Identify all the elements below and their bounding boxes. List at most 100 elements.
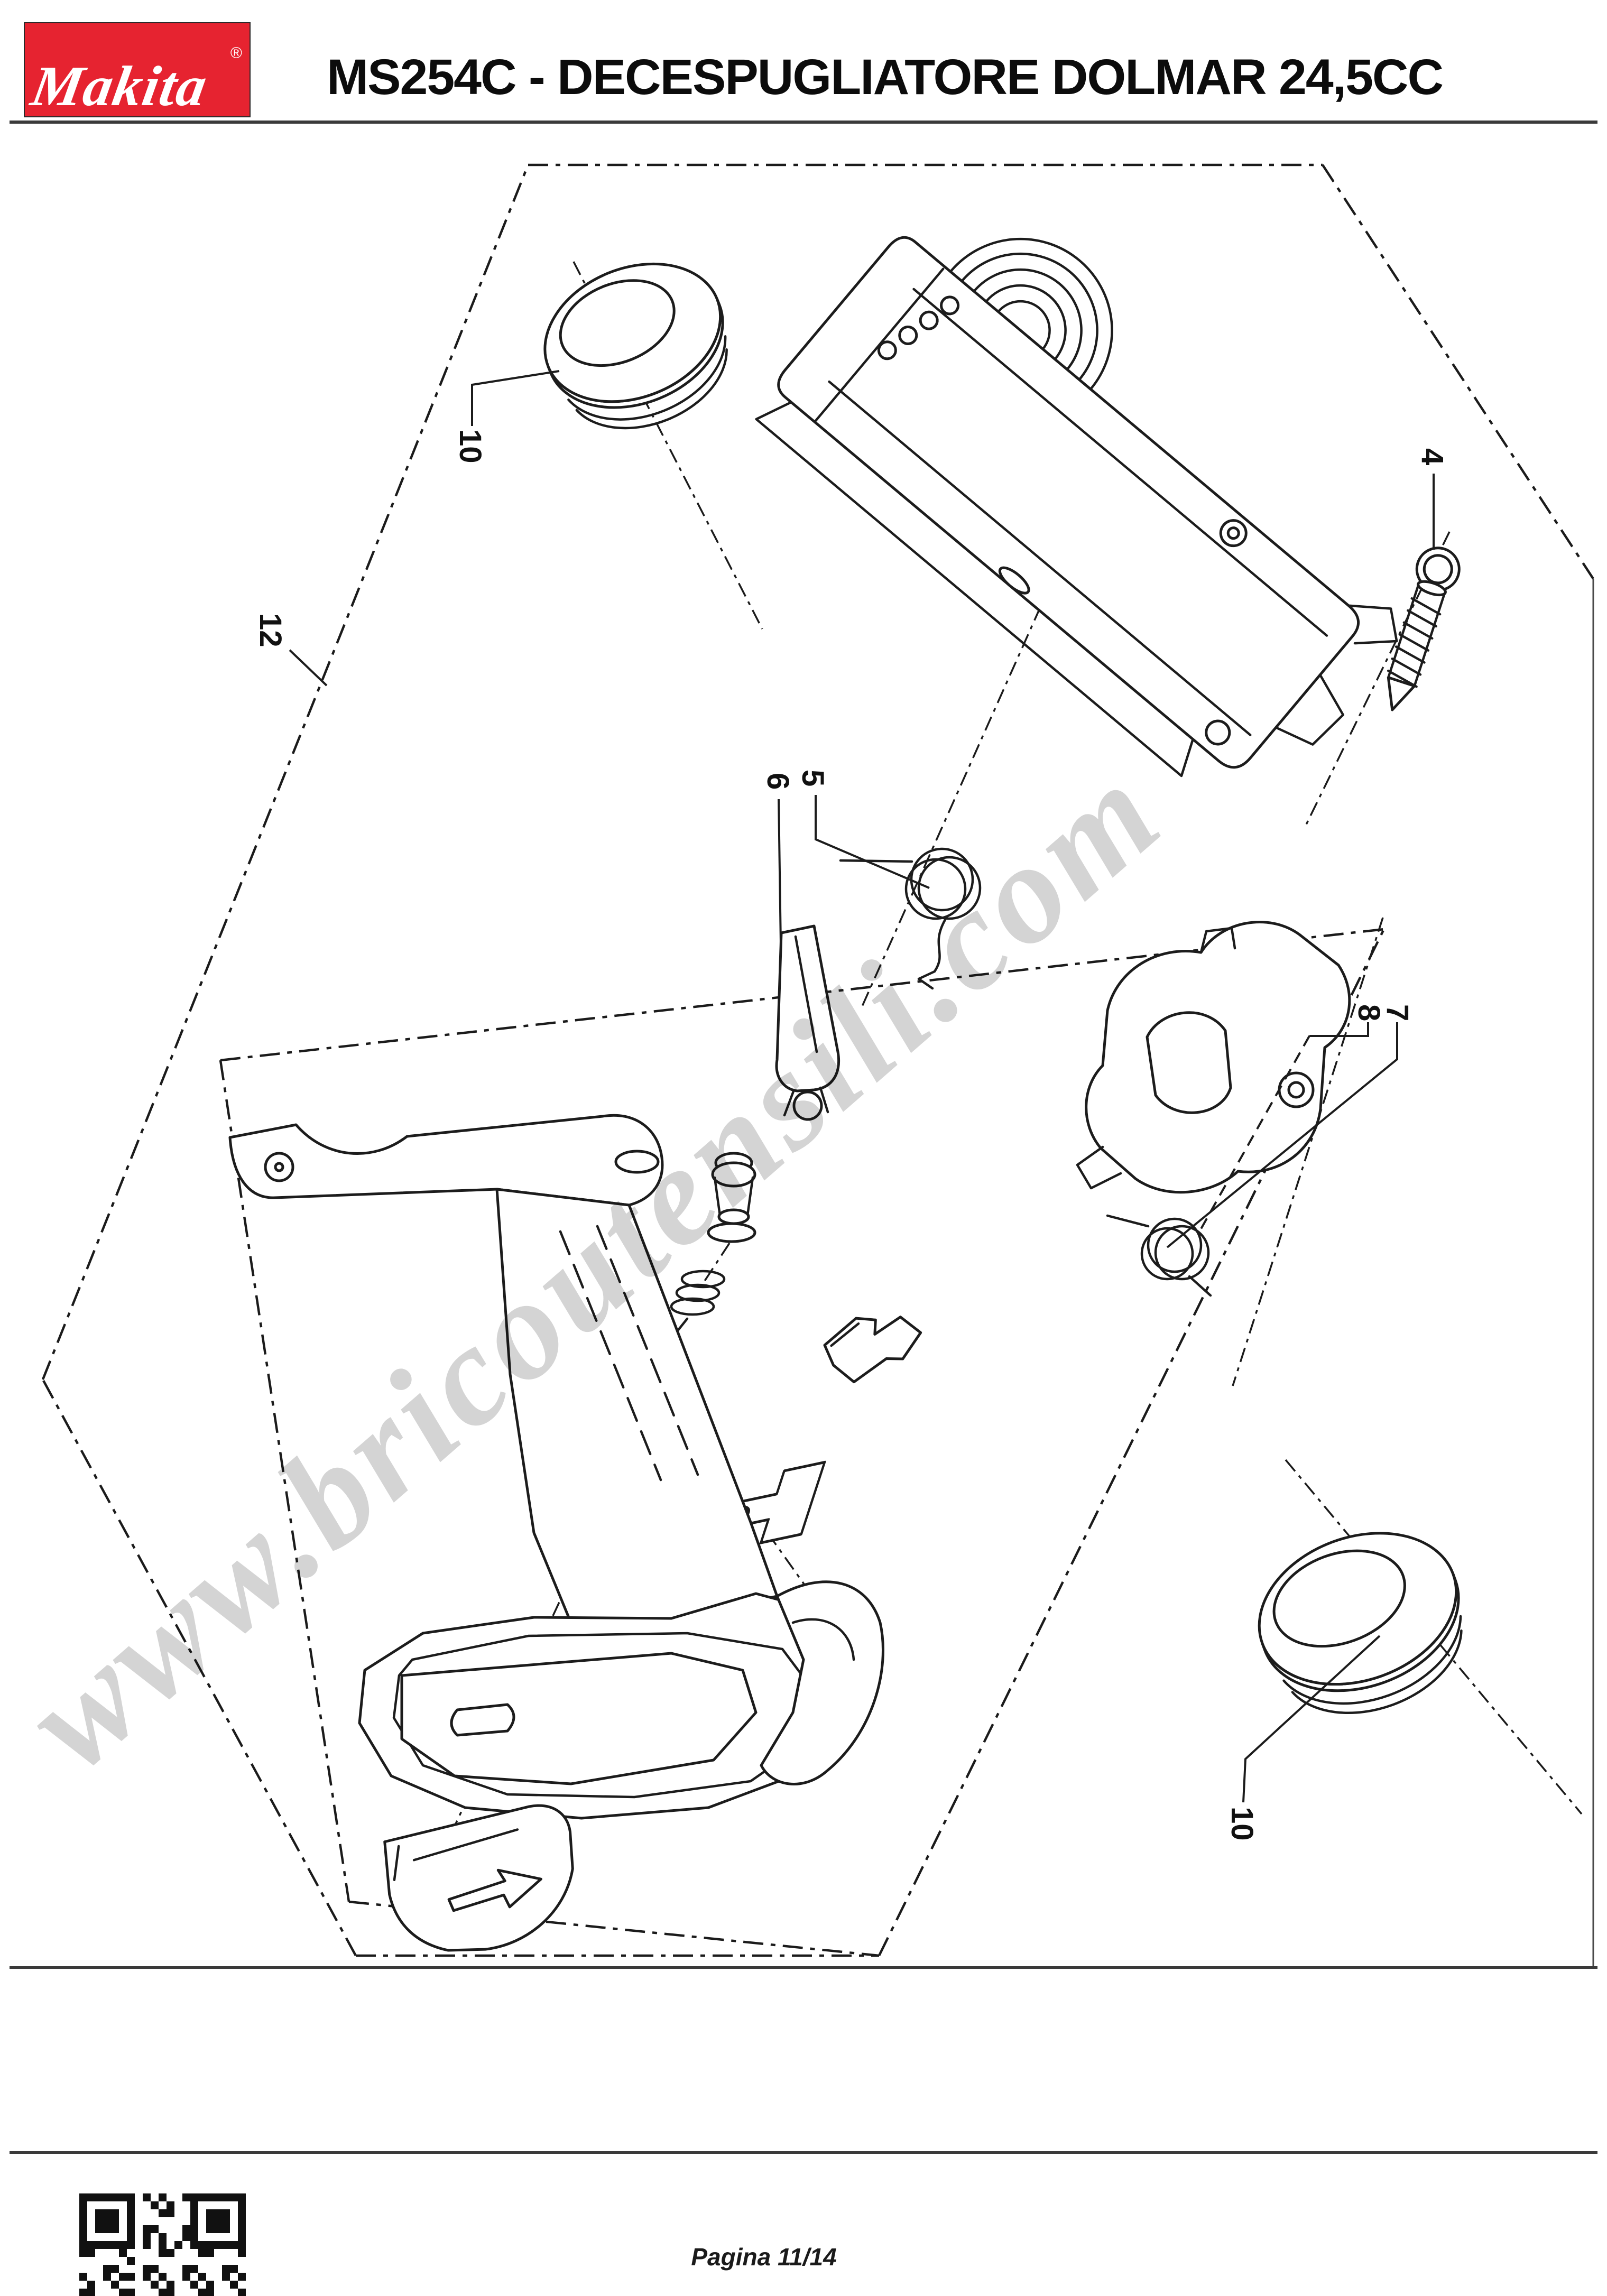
qr-module xyxy=(230,2193,238,2201)
qr-module xyxy=(79,2209,87,2217)
qr-module xyxy=(103,2241,111,2249)
leader-6 xyxy=(778,799,782,946)
registered-trademark-icon: ® xyxy=(230,44,242,62)
qr-module xyxy=(238,2225,246,2233)
qr-module xyxy=(127,2193,135,2201)
makita-logo: Makita ® xyxy=(24,22,251,118)
leader-5 xyxy=(815,795,930,889)
qr-module xyxy=(87,2289,95,2296)
qr-module xyxy=(95,2217,103,2225)
qr-module xyxy=(159,2241,167,2249)
axis-bolt xyxy=(702,1243,731,1284)
qr-module xyxy=(79,2241,87,2249)
part-bushing-top xyxy=(543,262,728,430)
qr-module xyxy=(79,2201,87,2209)
qr-module xyxy=(79,2289,87,2296)
qr-module xyxy=(143,2241,151,2249)
qr-module xyxy=(119,2273,127,2281)
qr-module xyxy=(198,2289,206,2296)
qr-module xyxy=(222,2265,230,2273)
qr-module xyxy=(198,2241,206,2249)
qr-module xyxy=(222,2217,230,2225)
boundary-bottomleft-diagonal xyxy=(42,1378,357,1957)
qr-module xyxy=(206,2241,214,2249)
qr-module xyxy=(238,2289,246,2296)
qr-module xyxy=(103,2273,111,2281)
qr-module xyxy=(127,2257,135,2265)
qr-module xyxy=(190,2209,198,2217)
qr-module xyxy=(103,2225,111,2233)
diagram-bottom-rule xyxy=(10,1966,1597,1969)
qr-module xyxy=(111,2217,119,2225)
qr-module xyxy=(103,2265,111,2273)
qr-module xyxy=(143,2273,151,2281)
qr-module xyxy=(119,2289,127,2296)
part-label-12: 12 xyxy=(253,613,288,647)
page-number: Pagina 11/14 xyxy=(691,2243,837,2271)
qr-module xyxy=(190,2193,198,2201)
qr-module xyxy=(214,2193,222,2201)
qr-module xyxy=(190,2233,198,2241)
qr-module xyxy=(127,2209,135,2217)
part-label-5: 5 xyxy=(796,770,830,786)
leader-7 xyxy=(1166,1022,1398,1248)
qr-module xyxy=(151,2265,159,2273)
qr-module xyxy=(103,2217,111,2225)
qr-module xyxy=(238,2249,246,2257)
qr-module xyxy=(214,2241,222,2249)
part-latch xyxy=(823,1316,922,1384)
part-callouts: 10 12 4 6 5 8 7 10 xyxy=(253,370,1449,1841)
qr-module xyxy=(230,2281,238,2289)
qr-module xyxy=(190,2281,198,2289)
qr-module xyxy=(143,2193,151,2201)
part-lower-housing xyxy=(228,1114,884,1820)
qr-module xyxy=(206,2249,214,2257)
qr-module xyxy=(127,2289,135,2296)
qr-module xyxy=(79,2249,87,2257)
qr-module xyxy=(198,2193,206,2201)
qr-module xyxy=(87,2193,95,2201)
qr-module xyxy=(111,2209,119,2217)
qr-module xyxy=(95,2209,103,2217)
leader-10-bottom xyxy=(1242,1635,1381,1803)
qr-module xyxy=(79,2217,87,2225)
qr-module xyxy=(238,2241,246,2249)
qr-module xyxy=(127,2273,135,2281)
qr-module xyxy=(127,2201,135,2209)
qr-module xyxy=(127,2225,135,2233)
header-rule xyxy=(10,121,1597,124)
qr-module xyxy=(151,2281,159,2289)
qr-module xyxy=(87,2249,95,2257)
qr-module xyxy=(111,2241,119,2249)
qr-module xyxy=(198,2249,206,2257)
part-throttle-trigger xyxy=(383,1804,574,1952)
qr-module xyxy=(119,2249,127,2257)
qr-module xyxy=(230,2241,238,2249)
part-throttle-lever xyxy=(775,924,840,1121)
part-label-4: 4 xyxy=(1415,448,1449,465)
axis-trigger-housing xyxy=(1232,917,1384,1386)
qr-module xyxy=(190,2201,198,2209)
qr-module xyxy=(167,2281,174,2289)
qr-module xyxy=(214,2217,222,2225)
qr-module xyxy=(198,2273,206,2281)
qr-module xyxy=(238,2201,246,2209)
qr-module xyxy=(159,2233,167,2241)
page-title: MS254C - DECESPUGLIATORE DOLMAR 24,5CC xyxy=(327,49,1444,105)
qr-module xyxy=(143,2233,151,2241)
qr-module xyxy=(238,2217,246,2225)
qr-module xyxy=(95,2241,103,2249)
qr-module xyxy=(111,2225,119,2233)
qr-module xyxy=(238,2273,246,2281)
qr-module xyxy=(167,2289,174,2296)
qr-module xyxy=(119,2193,127,2201)
qr-module xyxy=(222,2209,230,2217)
part-label-8: 8 xyxy=(1352,1004,1386,1021)
qr-module xyxy=(182,2193,190,2201)
qr-module xyxy=(206,2193,214,2201)
qr-module xyxy=(167,2201,174,2209)
qr-module xyxy=(206,2225,214,2233)
qr-module xyxy=(103,2193,111,2201)
qr-module xyxy=(190,2265,198,2273)
axis-spring5-lever xyxy=(861,524,1078,1008)
